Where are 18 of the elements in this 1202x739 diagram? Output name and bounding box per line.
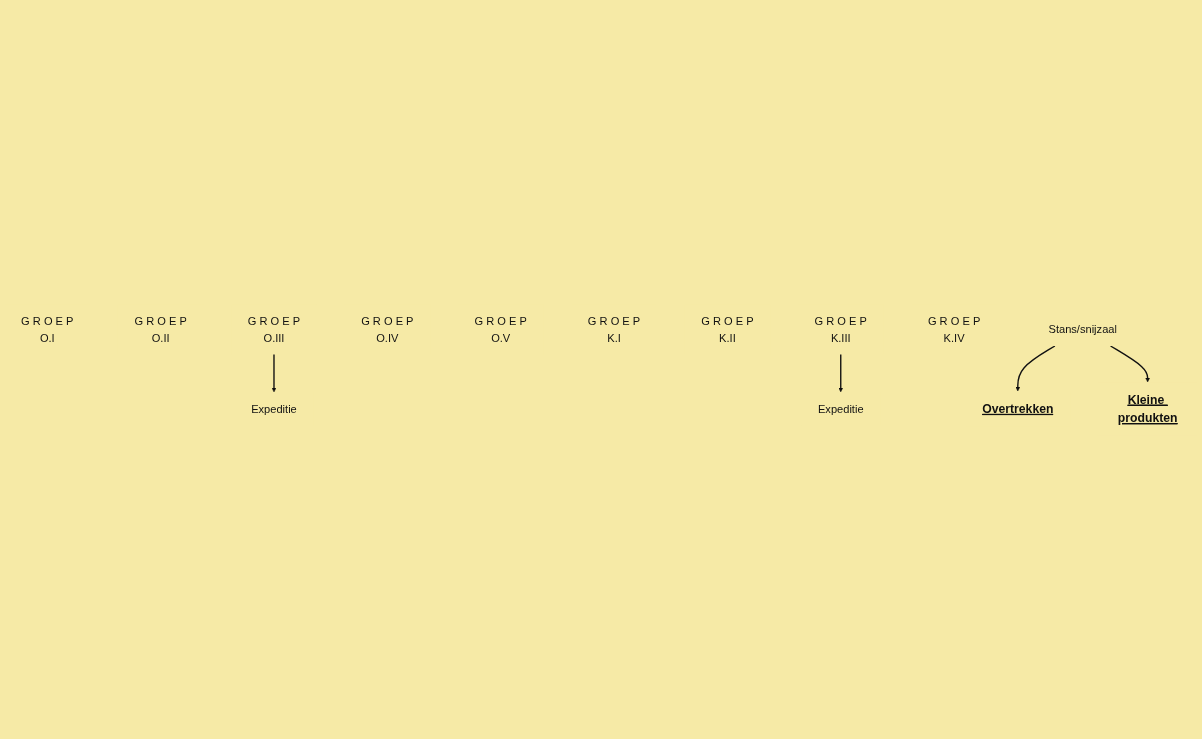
- node-text: G R O E P O.I: [21, 314, 74, 344]
- arrow: [1015, 344, 1056, 392]
- node-text: G R O E P K.II: [701, 314, 754, 344]
- node-text: G R O E P K.IV: [927, 314, 981, 344]
- node-text: G R O E P K.I: [587, 314, 641, 344]
- node-text: G R O E P O.V: [474, 314, 527, 344]
- node-text: Overtrekken: [982, 401, 1054, 416]
- node-text: Kleine produkten: [1117, 392, 1178, 425]
- node-text: G R O E P O.IV: [361, 314, 414, 344]
- arrow: [838, 353, 844, 392]
- arrow: [271, 353, 277, 392]
- node-text: Stans/snijzaal: [1048, 322, 1117, 336]
- node-text: G R O E P K.III: [814, 314, 867, 344]
- node-text: G R O E P O.III: [247, 314, 301, 344]
- node-text: G R O E P O.II: [134, 314, 187, 344]
- node-text: Expeditie: [251, 402, 297, 415]
- arrow: [1109, 344, 1151, 382]
- node-text: Expeditie: [817, 402, 864, 415]
